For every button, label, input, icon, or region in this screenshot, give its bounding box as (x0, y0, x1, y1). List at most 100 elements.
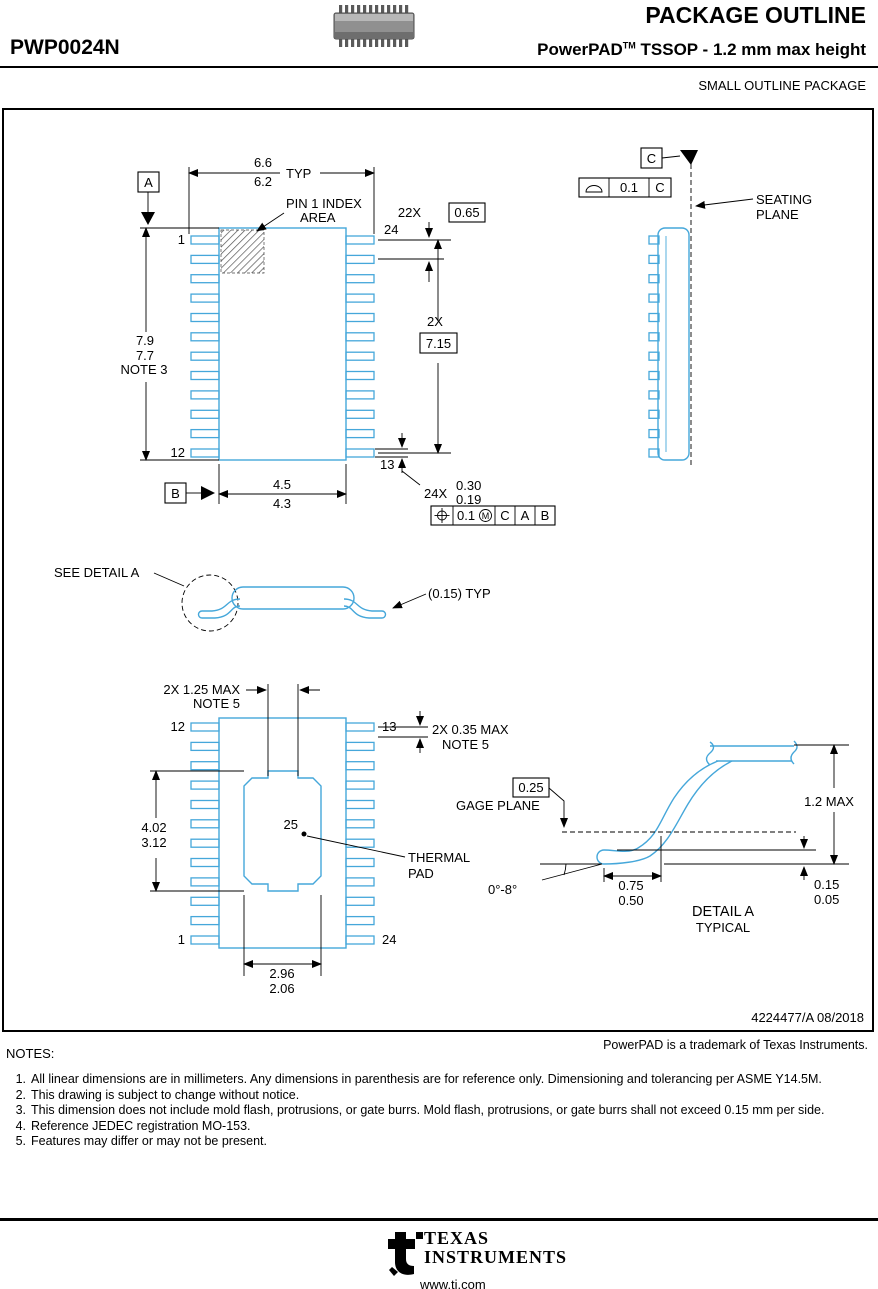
max-height-label: 1.2 MAX (804, 794, 854, 809)
gage-value: 0.25 (518, 780, 543, 795)
bv-pin-1-label: 1 (178, 932, 185, 947)
dim-width-lower: 6.2 (254, 174, 272, 189)
datum-c: C (640, 147, 698, 169)
pin1-index-outline (220, 229, 265, 274)
side-view-body (657, 227, 690, 461)
flatness-datum: C (655, 180, 664, 195)
fcf-modifier: M (482, 511, 490, 521)
mmc-modifier-icon (479, 509, 492, 522)
trademark-note: PowerPAD is a trademark of Texas Instrum… (603, 1038, 868, 1052)
foot-length-upper: 0.75 (618, 878, 643, 893)
lead-thickness-upper: 0.15 (814, 877, 839, 892)
seating-plane-callout: SEATING PLANE (695, 192, 812, 222)
lead-width-lower: 0.19 (456, 492, 481, 507)
seating-plane-label-1: SEATING (756, 192, 812, 207)
dim-pad-tab: 2X 1.25 MAX NOTE 5 (163, 682, 320, 776)
dim-max-height: 1.2 MAX (794, 744, 854, 865)
note-item: 3.This dimension does not include mold f… (15, 1103, 825, 1117)
fcf-datum-b: B (541, 508, 550, 523)
pad-width-lower: 2.06 (269, 981, 294, 996)
top-view-body (218, 227, 347, 461)
page-footer: TEXAS INSTRUMENTS www.ti.com (0, 1218, 878, 1289)
bottom-view: 12 13 1 24 2X 1.25 MAX NOTE 5 2X 0.35 MA… (141, 682, 509, 996)
datum-b-label: B (171, 486, 180, 501)
side-view-leads (648, 235, 660, 458)
body-break-right (790, 740, 798, 765)
lead-angle: 0°-8° (488, 882, 517, 897)
lead-thickness-lower: 0.05 (814, 892, 839, 907)
tssop-chip-icon (333, 5, 415, 47)
span-qty: 2X (427, 314, 443, 329)
pin-24-label: 24 (384, 222, 398, 237)
datum-a-label: A (144, 175, 153, 190)
chip-body-highlight (335, 14, 413, 21)
fcf-datum-a: A (521, 508, 530, 523)
part-number: PWP0024N (10, 36, 120, 59)
dim-lead-angle: 0°-8° (488, 863, 603, 897)
dim-lead-thickness: 0.15 0.05 (617, 836, 849, 907)
see-detail-label: SEE DETAIL A (54, 565, 140, 580)
foot-length-lower: 0.50 (618, 893, 643, 908)
note-item: 4.Reference JEDEC registration MO-153. (15, 1118, 251, 1133)
feature-control-frame: 0.1 M C A B (430, 505, 556, 526)
dim-body-width: 4.5 4.3 (218, 464, 347, 511)
bv-pin-12-label: 12 (171, 719, 185, 734)
top-view-pins-right (345, 235, 375, 458)
profile-symbol-icon (585, 185, 603, 193)
brand-line-2: INSTRUMENTS (424, 1247, 568, 1267)
gage-plane-callout: 0.25 GAGE PLANE (456, 777, 568, 828)
bottom-view-pins-right (345, 722, 375, 945)
thermal-pad-outline (243, 770, 322, 892)
lead-profile-view: SEE DETAIL A (0.15) TYP (54, 565, 491, 632)
side-tab-dim: 2X 0.35 MAX (432, 722, 509, 737)
doc-rev-date: 4224477/A 08/2018 (751, 1010, 864, 1025)
pin-1-label: 1 (178, 232, 185, 247)
dim-side-tab: 2X 0.35 MAX NOTE 5 (378, 711, 509, 753)
chip-body-shadow (335, 32, 413, 38)
brand-line-1: TEXAS (424, 1228, 490, 1248)
page-subtitle: PowerPADTM TSSOP - 1.2 mm max height (537, 40, 866, 60)
detail-a-subtitle: TYPICAL (696, 920, 750, 935)
footer-url: www.ti.com (420, 1277, 486, 1289)
bottom-view-body (218, 717, 347, 949)
lead-width-upper: 0.30 (456, 478, 481, 493)
thermal-pad-label-1: THERMAL (408, 850, 470, 865)
fcf-datum-c: C (500, 508, 509, 523)
pin-13-label: 13 (380, 457, 394, 472)
trademark-symbol: TM (622, 40, 636, 51)
subtitle-brand: PowerPAD (537, 40, 623, 59)
dim-body-upper: 4.5 (273, 477, 291, 492)
lead-thickness-typ: (0.15) TYP (428, 586, 491, 601)
dim-lead-span: 2X 7.15 (378, 239, 458, 454)
note-item: 5.Features may differ or may not be pres… (15, 1134, 267, 1148)
ti-logo (382, 1231, 424, 1282)
position-symbol-icon (434, 508, 450, 523)
fcf-tolerance: 0.1 (457, 508, 475, 523)
seating-plane-label-2: PLANE (756, 207, 799, 222)
gage-plane-label: GAGE PLANE (456, 798, 540, 813)
dim-width-upper: 6.6 (254, 155, 272, 170)
detail-a-view: 0.25 GAGE PLANE 0°-8° 0.75 0.50 0.15 0.0… (456, 740, 854, 935)
pin1-index-label-1: PIN 1 INDEX (286, 196, 362, 211)
dim-pin-pitch: 22X 0.65 (378, 202, 486, 282)
tab-dim-note: NOTE 5 (193, 696, 240, 711)
dim-lead-width: 24X 0.30 0.19 (375, 433, 481, 507)
pad-width-upper: 2.96 (269, 966, 294, 981)
subtitle-rest: TSSOP - 1.2 mm max height (635, 40, 866, 59)
dim-length-lower: 7.7 (136, 348, 154, 363)
header-divider (0, 66, 878, 68)
datum-c-label: C (647, 151, 656, 166)
top-view: 6.6 6.2 TYP A 7.9 7.7 NOTE 3 1 12 24 13 … (121, 155, 556, 526)
side-tab-note: NOTE 5 (442, 737, 489, 752)
dim-foot-length: 0.75 0.50 (603, 836, 662, 908)
lead-curve-inner (603, 760, 719, 852)
bv-pin-13-label: 13 (382, 719, 396, 734)
chip-pins-bottom (339, 38, 409, 47)
package-illustration (328, 2, 420, 55)
note-item: 2.This drawing is subject to change with… (15, 1087, 300, 1102)
detail-a-title: DETAIL A (692, 904, 754, 920)
bv-pin-24-label: 24 (382, 932, 396, 947)
tab-dim-label: 2X 1.25 MAX (163, 682, 240, 697)
lead-profile-body (231, 586, 355, 610)
pad-length-upper: 4.02 (141, 820, 166, 835)
